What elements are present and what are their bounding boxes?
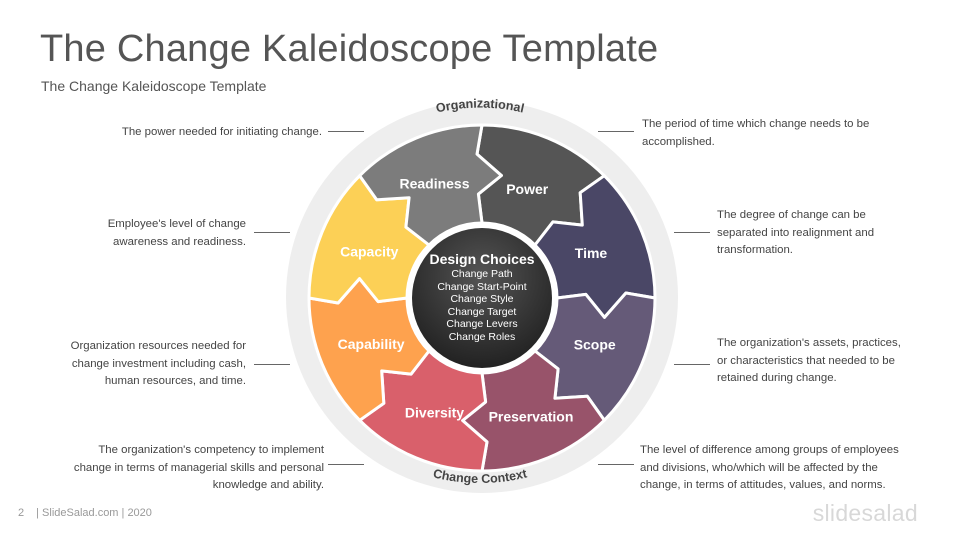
- time-connector: [598, 131, 634, 132]
- segment-label-power: Power: [506, 181, 549, 197]
- capacity-connector: [254, 364, 290, 365]
- page-subtitle: The Change Kaleidoscope Template: [41, 78, 267, 94]
- capability-connector: [328, 464, 364, 465]
- center-title: Design Choices: [429, 251, 534, 267]
- readiness-connector: [254, 232, 290, 233]
- center-item: Change Path: [451, 268, 512, 280]
- page-title: The Change Kaleidoscope Template: [40, 28, 659, 70]
- center-circle: [412, 228, 552, 368]
- center-item: Change Style: [450, 293, 513, 305]
- segment-label-time: Time: [575, 245, 608, 261]
- time-description: The period of time which change needs to…: [642, 118, 870, 148]
- ring-label-top: Organizational: [435, 97, 526, 116]
- ring-label-bottom: Change Context: [432, 466, 529, 486]
- capability-description: The organization's competency to impleme…: [73, 444, 324, 491]
- scope-connector: [674, 232, 710, 233]
- preservation-connector: [674, 364, 710, 365]
- segment-label-preservation: Preservation: [489, 408, 574, 424]
- footer-text: | SlideSalad.com | 2020: [36, 507, 152, 519]
- readiness-description: Employee's level of change awareness and…: [107, 218, 246, 248]
- diversity-description: The level of difference among groups of …: [640, 444, 899, 491]
- center-item: Change Start-Point: [437, 281, 526, 293]
- center-item: Change Roles: [449, 331, 516, 343]
- segment-label-readiness: Readiness: [399, 175, 469, 191]
- diversity-connector: [598, 464, 634, 465]
- capacity-description: Organization resources needed for change…: [70, 340, 246, 387]
- page-number: 2: [18, 507, 25, 519]
- center-item: Change Target: [448, 306, 517, 318]
- preservation-description: The organization's assets, practices, or…: [717, 337, 901, 384]
- segment-label-diversity: Diversity: [405, 405, 464, 421]
- segment-label-scope: Scope: [574, 337, 616, 353]
- power-connector: [328, 131, 364, 132]
- power-description: The power needed for initiating change.: [121, 126, 322, 138]
- footer: 2 | SlideSalad.com | 2020: [18, 507, 152, 519]
- brand-logo: slidesalad: [812, 500, 918, 526]
- segment-label-capacity: Capacity: [340, 243, 399, 259]
- center-item: Change Levers: [446, 318, 517, 330]
- scope-description: The degree of change can be separated in…: [717, 209, 875, 256]
- segment-label-capability: Capability: [338, 336, 405, 352]
